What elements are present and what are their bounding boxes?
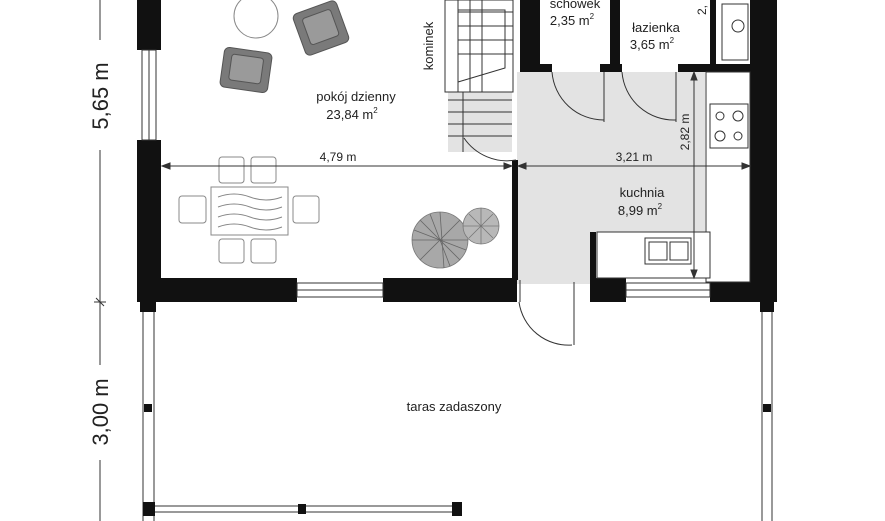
storage-area: 2,35 m2 bbox=[550, 12, 595, 28]
dining-chairs bbox=[178, 156, 320, 264]
kitchen-label: kuchnia bbox=[620, 185, 666, 200]
kitchen-sink-icon bbox=[644, 237, 692, 265]
fireplace-label: kominek bbox=[421, 21, 436, 70]
house-depth-dim: 5,65 m bbox=[88, 62, 113, 129]
round-table-icon bbox=[233, 0, 279, 39]
storage-label: schowek bbox=[550, 0, 601, 11]
kitchen-height-dim: 2,82 m bbox=[678, 114, 692, 151]
kitchen-area: 8,99 m2 bbox=[618, 202, 663, 218]
plant-icon bbox=[411, 207, 500, 269]
staircase bbox=[444, 0, 514, 152]
kitchen-floor bbox=[597, 72, 705, 232]
bathroom-partial-dim: 2, bbox=[695, 5, 709, 15]
windows bbox=[141, 49, 711, 298]
stair-landing-floor bbox=[448, 92, 512, 152]
doors bbox=[463, 71, 677, 346]
dimension-lines bbox=[94, 0, 752, 521]
terrace-depth-dim: 3,00 m bbox=[88, 378, 113, 445]
bathroom-label: łazienka bbox=[632, 20, 680, 35]
hall-floor bbox=[517, 72, 597, 284]
living-width-dim: 4,79 m bbox=[320, 150, 357, 164]
stove-icon bbox=[709, 103, 749, 149]
armchair-icon bbox=[292, 0, 350, 56]
bathroom-area: 3,65 m2 bbox=[630, 36, 675, 52]
terrace-posts bbox=[140, 300, 774, 516]
dining-table-icon bbox=[210, 186, 289, 236]
terrace-label: taras zadaszony bbox=[407, 399, 502, 414]
living-room-area: 23,84 m2 bbox=[326, 106, 378, 122]
kitchen-width-dim: 3,21 m bbox=[616, 150, 653, 164]
sink-icon bbox=[721, 3, 749, 61]
walls bbox=[137, 0, 777, 302]
armchair-icon bbox=[219, 47, 273, 93]
living-room-label: pokój dzienny bbox=[316, 89, 396, 104]
